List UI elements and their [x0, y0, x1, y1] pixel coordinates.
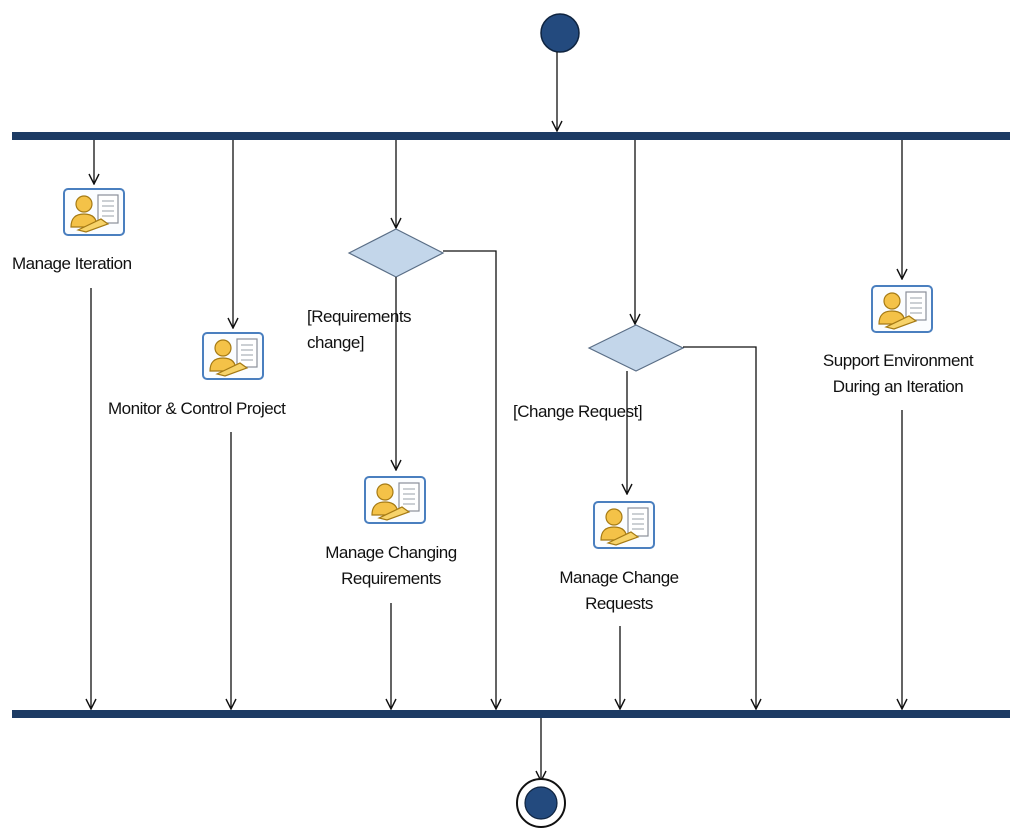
activity-label-line-1: Manage Change: [559, 568, 679, 587]
activity-label-monitor-control: Monitor & Control Project: [108, 399, 286, 418]
activity-label-support-environment: Support Environment During an Iteration: [822, 348, 974, 400]
activity-label-line-2: Requests: [585, 594, 653, 613]
role-task-icon: [364, 476, 426, 524]
activity-label-line-2: Requirements: [341, 569, 441, 588]
role-task-icon: [871, 285, 933, 333]
activity-label-manage-iteration: Manage Iteration: [12, 254, 132, 273]
join-bar: [12, 710, 1010, 718]
final-node: [524, 786, 558, 820]
guard-label-requirements-change: [Requirements change]: [307, 304, 412, 356]
activity-label-manage-changing-requirements: Manage Changing Requirements: [325, 540, 457, 592]
role-task-icon: [202, 332, 264, 380]
decision-node-requirements: [347, 228, 445, 278]
role-task-icon: [63, 188, 125, 236]
activity-label-line-2: During an Iteration: [832, 377, 964, 396]
activity-label-manage-change-requests: Manage Change Requests: [559, 565, 679, 617]
role-task-icon: [593, 501, 655, 549]
fork-bar: [12, 132, 1010, 140]
guard-line-1: [Requirements: [307, 307, 412, 326]
activity-label-line-1: Manage Changing: [325, 543, 457, 562]
decision-node-change-request: [587, 324, 685, 372]
flow-decision-1-bypass: [443, 250, 496, 709]
guard-line-2: change]: [307, 333, 365, 352]
initial-node: [540, 13, 580, 53]
guard-label-change-request: [Change Request]: [513, 402, 643, 421]
flow-decision-2-bypass: [683, 346, 756, 709]
activity-label-line-1: Support Environment: [822, 351, 974, 370]
